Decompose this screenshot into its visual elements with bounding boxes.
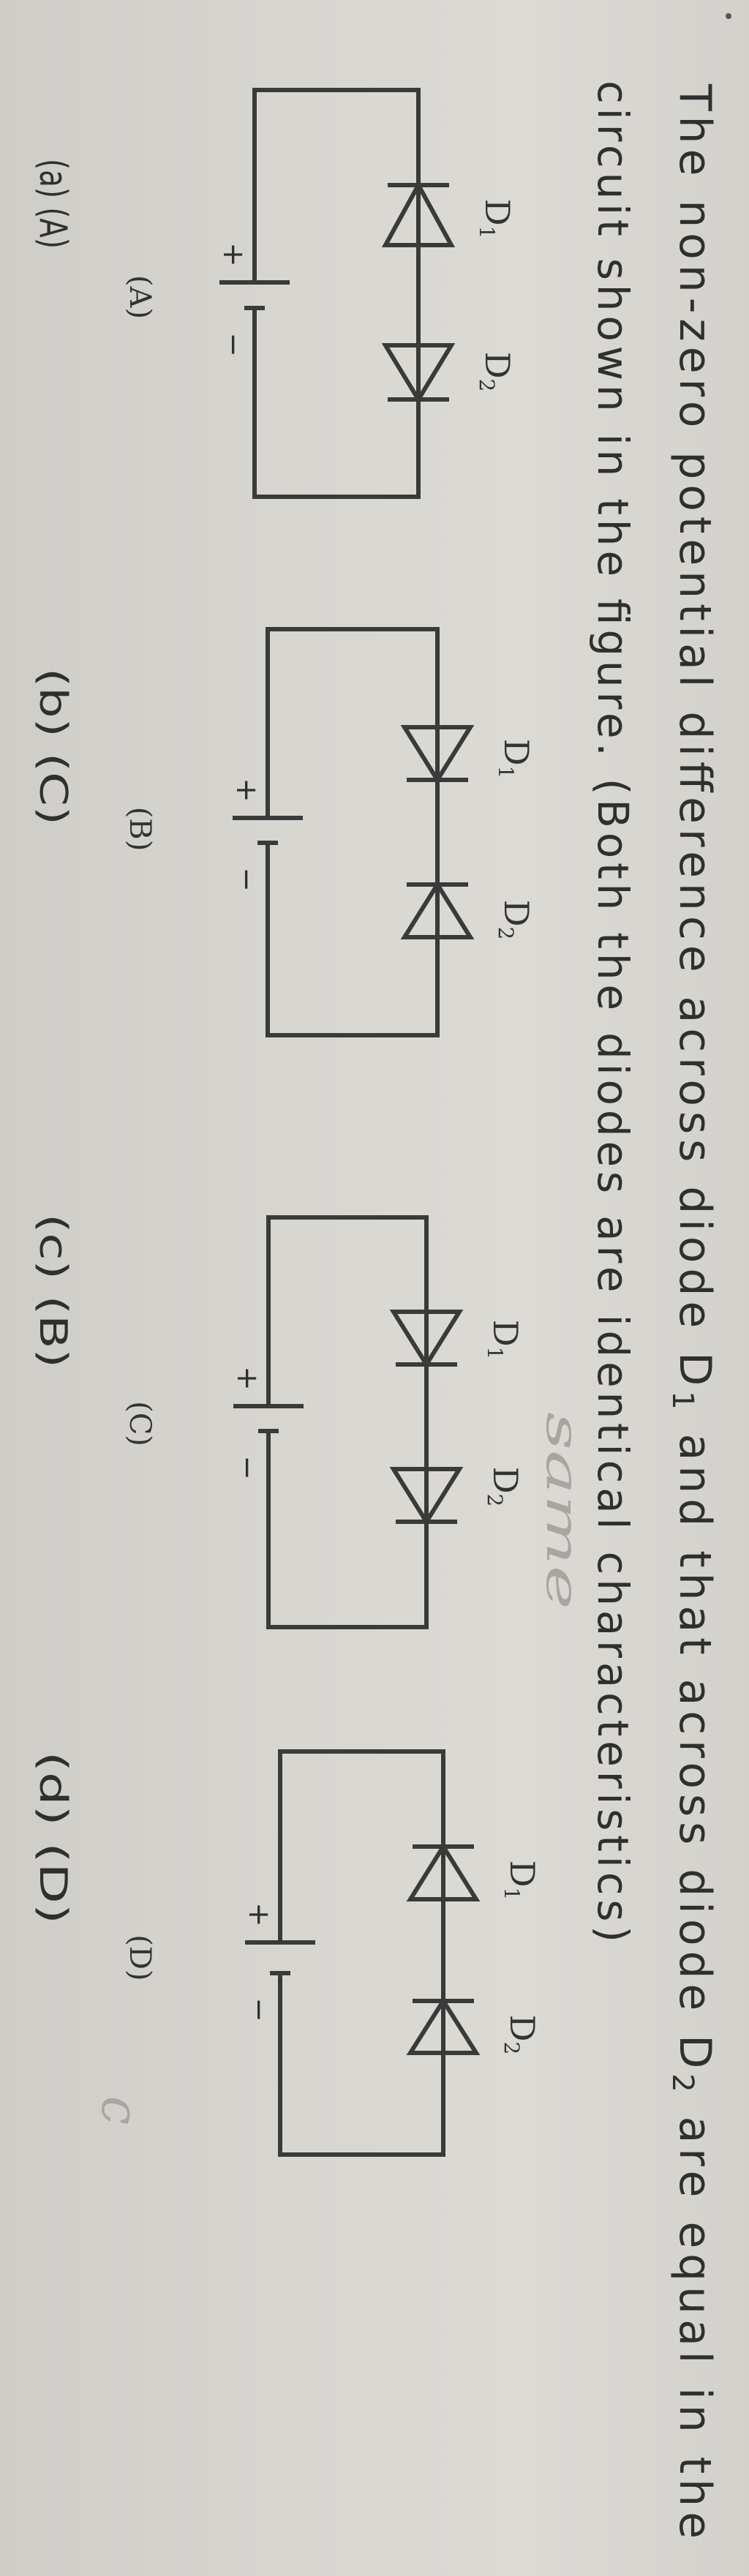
diode-2-label: D2	[475, 352, 517, 391]
handwritten-note-same: same	[536, 1412, 590, 1610]
battery-minus-sign: −	[230, 1455, 264, 1480]
option-d[interactable]: (d) (D)	[31, 1751, 75, 1924]
wire	[252, 88, 421, 499]
wire	[266, 1215, 429, 1629]
battery-minus-sign: −	[242, 1997, 276, 2022]
wire	[266, 627, 440, 1037]
battery-icon	[233, 816, 303, 845]
battery-plus-sign: +	[217, 242, 250, 267]
diode-2-icon	[406, 1997, 481, 2055]
option-c[interactable]: (c) (B)	[31, 1214, 75, 1368]
diode-2-icon	[389, 1467, 464, 1526]
battery-plus-sign: +	[242, 1902, 276, 1927]
diode-1-label: D1	[475, 199, 517, 239]
question-bullet	[726, 13, 731, 19]
battery-plus-sign: +	[230, 1366, 264, 1391]
battery-minus-sign: −	[217, 332, 250, 357]
option-b[interactable]: (b) (C)	[31, 668, 75, 825]
circuit-label: (C)	[123, 1401, 157, 1446]
option-a[interactable]: (a) (A)	[31, 159, 75, 249]
question-line-1: The non-zero potential difference across…	[666, 83, 720, 2539]
wire	[278, 1749, 445, 2157]
battery-icon	[219, 280, 290, 310]
battery-icon	[233, 1404, 304, 1433]
diode-1-icon	[406, 1842, 481, 1901]
diode-1-label: D1	[494, 739, 536, 778]
circuit-label: (B)	[123, 807, 157, 852]
diode-1-icon	[381, 180, 456, 247]
diode-2-label: D2	[483, 1467, 525, 1506]
diode-2-label: D2	[500, 2015, 542, 2054]
diode-1-label: D1	[483, 1320, 525, 1359]
battery-icon	[245, 1940, 315, 1975]
diode-2-icon	[381, 343, 456, 404]
diode-2-icon	[400, 880, 475, 939]
diode-1-icon	[400, 725, 475, 784]
question-line-2: circuit shown in the figure. (Both the d…	[588, 80, 638, 1942]
diode-2-label: D2	[494, 900, 536, 939]
diode-1-icon	[389, 1310, 464, 1369]
circuit-label: (A)	[123, 275, 157, 319]
battery-minus-sign: −	[230, 867, 263, 892]
battery-plus-sign: +	[230, 778, 263, 803]
circuit-label: (D)	[123, 1934, 157, 1980]
diode-1-label: D1	[500, 1860, 542, 1900]
handwritten-note-c: c	[90, 2096, 150, 2125]
